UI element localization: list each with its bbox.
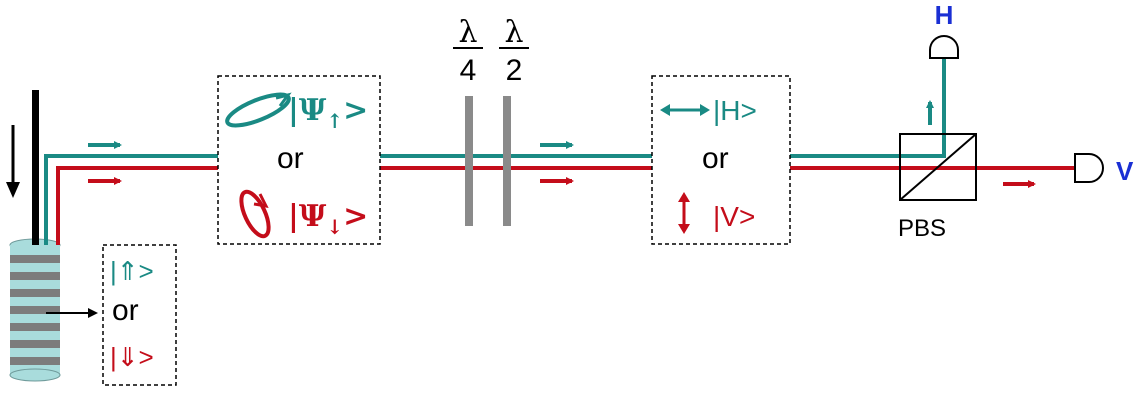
pbs-label: PBS	[898, 215, 946, 242]
svg-text:4: 4	[460, 54, 477, 87]
linear-polarization-box	[651, 75, 791, 245]
psi-down-state: |Ψ↓>	[288, 199, 368, 239]
teal-beam	[44, 45, 946, 245]
horizontal-arrow-icon	[660, 104, 710, 116]
detector-v-icon	[1074, 153, 1104, 183]
detector-h-label: H	[935, 0, 954, 30]
circular-polarization-up-icon	[225, 92, 292, 128]
svg-text:2: 2	[506, 54, 523, 87]
spin-or-label: or	[112, 294, 139, 327]
detector-v-label: V	[1116, 156, 1134, 186]
vertical-arrow-icon	[678, 192, 690, 234]
quarter-wave-plate	[465, 96, 473, 226]
spin-up-state: |⇑>	[110, 256, 154, 286]
h-state-label: |H>	[713, 95, 757, 126]
input-arrow-icon	[6, 125, 20, 198]
detector-h-icon	[929, 35, 959, 59]
spin-state-box	[102, 244, 177, 386]
svg-text:λ: λ	[458, 15, 477, 50]
v-state-label: |V>	[713, 201, 755, 232]
quarter-wave-label: λ 4	[453, 15, 483, 87]
micropillar	[9, 238, 61, 382]
photon-or-label: or	[277, 142, 304, 175]
input-mirror	[32, 90, 39, 245]
svg-text:λ: λ	[504, 15, 523, 50]
spin-down-state: |⇓>	[110, 342, 154, 372]
half-wave-label: λ 2	[499, 15, 529, 87]
pbs-cube	[899, 133, 977, 201]
spin-pointer-arrow-icon	[46, 308, 98, 318]
polarization-or-label: or	[702, 142, 729, 175]
half-wave-plate	[503, 96, 511, 226]
psi-up-state: |Ψ↑>	[288, 93, 368, 133]
circular-polarization-down-icon	[239, 189, 271, 239]
red-beam	[56, 166, 1075, 245]
